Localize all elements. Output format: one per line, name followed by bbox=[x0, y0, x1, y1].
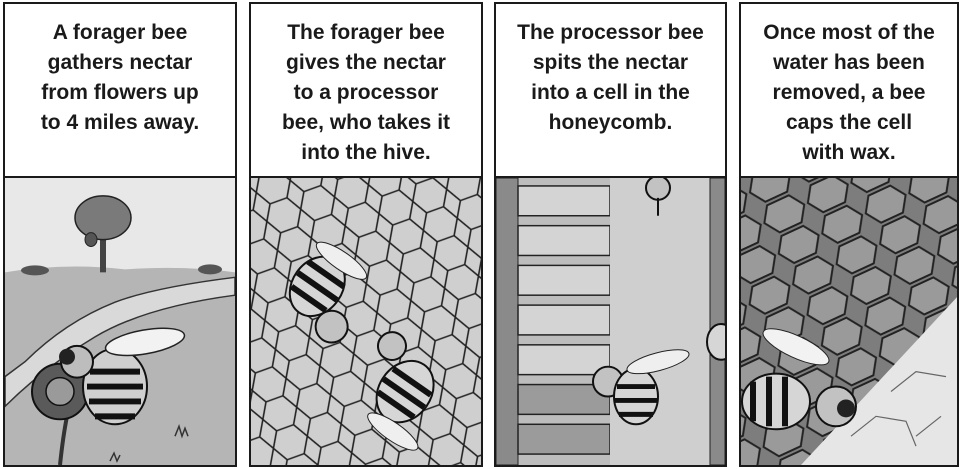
comic-panel-3: The processor bee spits the nectar into … bbox=[494, 2, 727, 467]
caption-text: Once most of the water has been removed,… bbox=[763, 18, 935, 168]
caption-text: A forager bee gathers nectar from flower… bbox=[41, 18, 199, 138]
caption-box: A forager bee gathers nectar from flower… bbox=[5, 4, 235, 178]
caption-box: The processor bee spits the nectar into … bbox=[496, 4, 725, 178]
capped-cells-illustration bbox=[741, 178, 957, 465]
panel-illustration bbox=[496, 178, 725, 465]
panel-illustration bbox=[741, 178, 957, 465]
comic-panel-4: Once most of the water has been removed,… bbox=[739, 2, 959, 467]
panel-illustration bbox=[5, 178, 235, 465]
caption-box: The forager bee gives the nectar to a pr… bbox=[251, 4, 481, 178]
honeycomb-transfer-illustration bbox=[251, 178, 481, 465]
comic-panel-1: A forager bee gathers nectar from flower… bbox=[3, 2, 237, 467]
comic-panel-2: The forager bee gives the nectar to a pr… bbox=[249, 2, 483, 467]
caption-text: The processor bee spits the nectar into … bbox=[517, 18, 704, 138]
honeycomb-cells-illustration bbox=[496, 178, 725, 465]
field-scene-illustration bbox=[5, 178, 235, 465]
caption-box: Once most of the water has been removed,… bbox=[741, 4, 957, 178]
caption-text: The forager bee gives the nectar to a pr… bbox=[282, 18, 450, 168]
panel-illustration bbox=[251, 178, 481, 465]
